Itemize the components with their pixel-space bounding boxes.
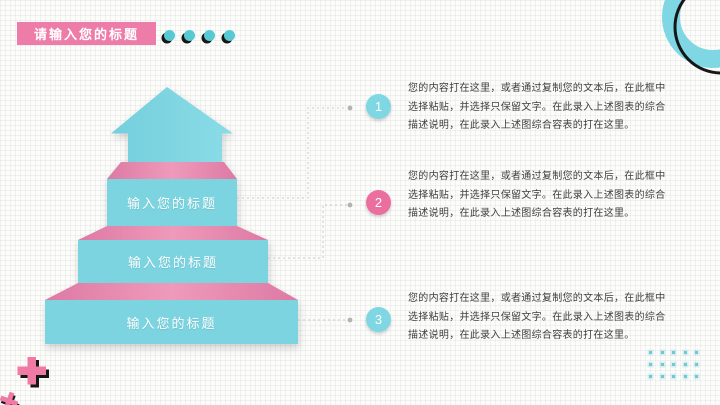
paragraph-line: 描述说明，在此录入上述图综合容表的打在这里。 [408, 208, 635, 219]
item-paragraph-1[interactable]: 您的内容打在这里，或者通过复制您的文本后，在此框中 选择粘贴，并选择只保留文字。… [408, 80, 670, 136]
corner-plus-icon [0, 391, 20, 405]
dot-icon [184, 30, 195, 41]
connector-end-dot [347, 105, 353, 111]
step-number-badge-1[interactable]: 1 [366, 94, 391, 119]
pyramid-level-1-label[interactable]: 输入您的标题 [126, 196, 217, 211]
title-dots [164, 30, 235, 41]
pyramid-level-3-label[interactable]: 输入您的标题 [126, 315, 217, 331]
item-paragraph-3[interactable]: 您的内容打在这里，或者通过复制您的文本后，在此框中 选择粘贴，并选择只保留文字。… [408, 290, 670, 346]
dot-grid-icon [649, 351, 707, 387]
dot-icon [224, 30, 235, 41]
connector-end-dot [347, 202, 353, 208]
paragraph-line: 您的内容打在这里，或者通过复制您的文本后，在此框中 [408, 171, 666, 182]
item-paragraph-2[interactable]: 您的内容打在这里，或者通过复制您的文本后，在此框中 选择粘贴，并选择只保留文字。… [408, 168, 670, 224]
paragraph-line: 描述说明，在此录入上述图综合容表的打在这里。 [408, 120, 635, 131]
connector-line-1 [237, 107, 347, 199]
connector-end-dot [347, 317, 353, 323]
paragraph-line: 选择粘贴，并选择只保留文字。在此录入上述图表的综合 [408, 311, 666, 323]
ring-icon [662, 0, 720, 75]
step-number-badge-2[interactable]: 2 [366, 190, 391, 215]
step-number-badge-3[interactable]: 3 [366, 307, 391, 332]
connector-line-2 [268, 204, 347, 259]
paragraph-line: 您的内容打在这里，或者通过复制您的文本后，在此框中 [408, 83, 666, 94]
slide-title-badge[interactable]: 请输入您的标题 [17, 22, 156, 45]
dot-icon [164, 30, 175, 41]
paragraph-line: 选择粘贴，并选择只保留文字。在此录入上述图表的综合 [408, 101, 666, 113]
plus-icon [17, 357, 49, 388]
paragraph-line: 您的内容打在这里，或者通过复制您的文本后，在此框中 [408, 293, 666, 304]
slide-title-text: 请输入您的标题 [33, 27, 139, 42]
paragraph-line: 描述说明，在此录入上述图综合容表的打在这里。 [408, 330, 635, 341]
arrow-up-icon [111, 87, 233, 162]
dot-icon [204, 30, 215, 41]
pyramid-level-2-label[interactable]: 输入您的标题 [127, 255, 218, 270]
paragraph-line: 选择粘贴，并选择只保留文字。在此录入上述图表的综合 [408, 189, 666, 201]
